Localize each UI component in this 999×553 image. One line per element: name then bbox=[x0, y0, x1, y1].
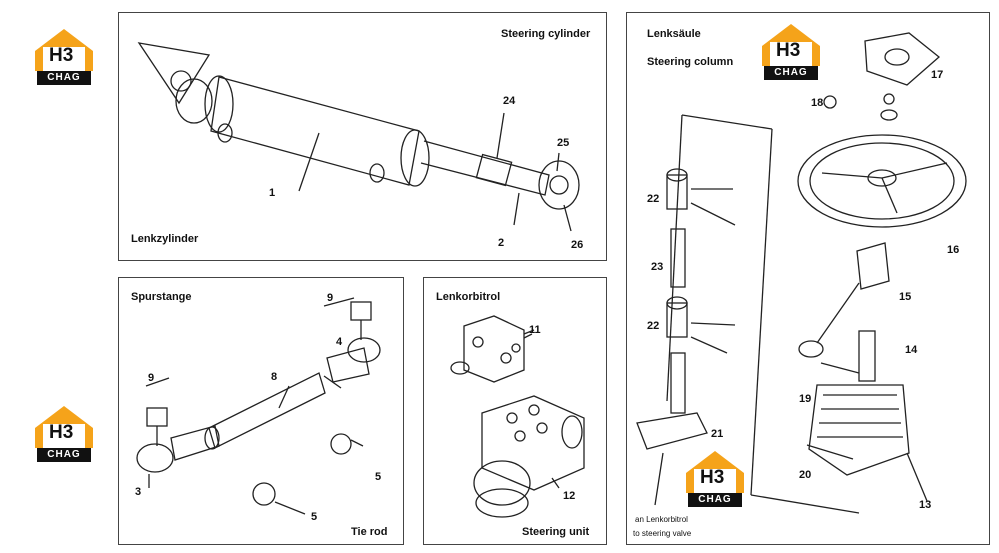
part-label: 4 bbox=[336, 336, 343, 348]
brand-logo-top-left: H3 CHAG bbox=[33, 27, 95, 85]
brand-logo-mid-left: H3 CHAG bbox=[33, 404, 95, 462]
part-label: 23 bbox=[651, 261, 664, 273]
steering-unit-title-en: Steering unit bbox=[522, 526, 590, 538]
logo-mark: H3 bbox=[700, 467, 725, 488]
part-label: 5 bbox=[375, 471, 382, 483]
steering-cylinder-panel: Steering cylinder Lenkzylinder 24 25 1 2… bbox=[118, 12, 607, 261]
steering-column-panel: Lenksäule Steering column 17 18 22 16 23… bbox=[626, 12, 990, 545]
tie-rod-title-en: Tie rod bbox=[351, 526, 388, 538]
part-label: 1 bbox=[269, 187, 276, 199]
part-label: 8 bbox=[271, 371, 278, 383]
logo-mark: H3 bbox=[49, 45, 74, 66]
steering-unit-drawing bbox=[450, 315, 585, 518]
part-label: 12 bbox=[563, 490, 576, 502]
part-label: 9 bbox=[148, 372, 155, 384]
brand-logo-column-top: H3 CHAG bbox=[760, 22, 822, 80]
part-label: 15 bbox=[899, 291, 912, 303]
logo-brand: CHAG bbox=[37, 71, 91, 85]
part-label: 14 bbox=[905, 344, 918, 356]
logo-brand: CHAG bbox=[688, 493, 742, 507]
tie-rod-drawing bbox=[136, 297, 381, 515]
tie-rod-panel: Spurstange Tie rod 9 4 9 8 3 5 5 bbox=[118, 277, 404, 545]
part-label: 22 bbox=[647, 320, 660, 332]
house-logo-icon bbox=[762, 24, 820, 66]
part-label: 9 bbox=[327, 292, 334, 304]
house-logo-icon bbox=[686, 451, 744, 493]
part-label: 24 bbox=[503, 95, 516, 107]
part-label: 25 bbox=[557, 137, 570, 149]
note-en: to steering valve bbox=[633, 529, 692, 538]
steering-cylinder-title-de: Lenkzylinder bbox=[131, 233, 199, 245]
part-label: 22 bbox=[647, 193, 660, 205]
steering-column-drawing bbox=[636, 32, 967, 514]
steering-column-title-en: Steering column bbox=[647, 56, 734, 68]
house-logo-icon bbox=[35, 29, 93, 71]
house-logo-icon bbox=[35, 406, 93, 448]
logo-mark: H3 bbox=[49, 422, 74, 443]
brand-logo-column-bottom: H3 CHAG bbox=[684, 449, 746, 507]
part-label: 20 bbox=[799, 469, 812, 481]
part-label: 18 bbox=[811, 97, 824, 109]
steering-cylinder-title-en: Steering cylinder bbox=[501, 28, 591, 40]
logo-brand: CHAG bbox=[37, 448, 91, 462]
tie-rod-title-de: Spurstange bbox=[131, 291, 192, 303]
steering-cylinder-drawing bbox=[137, 42, 580, 232]
steering-column-title-de: Lenksäule bbox=[647, 28, 701, 40]
part-label: 21 bbox=[711, 428, 724, 440]
part-label: 16 bbox=[947, 244, 960, 256]
part-label: 11 bbox=[529, 324, 541, 336]
part-label: 5 bbox=[311, 511, 318, 523]
part-label: 3 bbox=[135, 486, 142, 498]
part-label: 13 bbox=[919, 499, 932, 511]
part-label: 19 bbox=[799, 393, 812, 405]
steering-unit-title-de: Lenkorbitrol bbox=[436, 291, 501, 303]
part-label: 17 bbox=[931, 69, 944, 81]
note-de: an Lenkorbitrol bbox=[635, 515, 688, 524]
steering-unit-panel: Lenkorbitrol Steering unit 11 12 bbox=[423, 277, 607, 545]
logo-mark: H3 bbox=[776, 40, 801, 61]
part-label: 2 bbox=[498, 237, 505, 249]
logo-brand: CHAG bbox=[764, 66, 818, 80]
part-label: 26 bbox=[571, 239, 584, 251]
